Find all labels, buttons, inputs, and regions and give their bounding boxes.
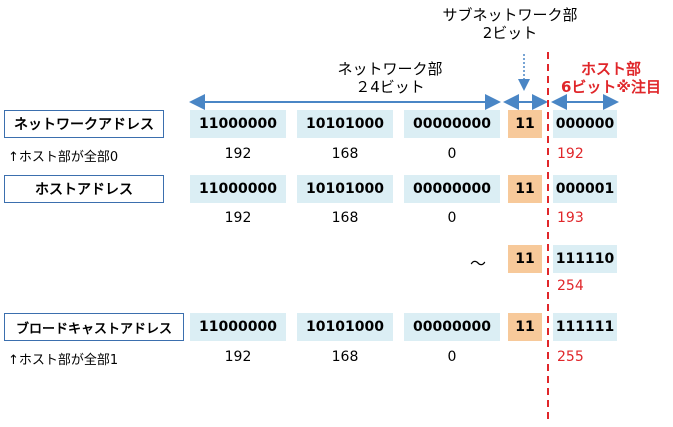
host-address-host: 000001: [553, 175, 617, 203]
range-end-host: 111110: [553, 245, 617, 273]
host-address-octet2: 10101000: [297, 175, 393, 203]
network-address-dec3: 0: [447, 146, 457, 162]
network-address-label: ネットワークアドレス: [4, 110, 164, 138]
host-address-dec3: 0: [447, 210, 457, 226]
host-part-bits: 6ビット※注目: [560, 78, 662, 96]
host-address-dec1: 192: [224, 210, 252, 226]
network-part-bits: ２4ビット: [355, 78, 425, 96]
host-part-header: ホスト部 6ビット※注目: [552, 60, 670, 96]
broadcast-address-dec1: 192: [224, 349, 252, 365]
network-address-octet1: 11000000: [190, 110, 286, 138]
range-end-dec4: 254: [557, 278, 584, 294]
broadcast-address-note: ↑ホスト部が全部1: [8, 353, 119, 368]
host-address-subnet: 11: [508, 175, 542, 203]
subnet-part-bits: 2ビット: [482, 24, 538, 42]
host-part-title: ホスト部: [580, 60, 641, 78]
network-address-dec4: 192: [557, 146, 584, 162]
network-address-subnet: 11: [508, 110, 542, 138]
range-end-subnet: 11: [508, 245, 542, 273]
network-part-title: ネットワーク部: [337, 60, 443, 78]
range-tilde: ～: [470, 254, 487, 273]
host-address-octet1: 11000000: [190, 175, 286, 203]
network-address-dec2: 168: [331, 146, 359, 162]
broadcast-address-octet1: 11000000: [190, 313, 286, 341]
broadcast-address-label: ブロードキャストアドレス: [4, 313, 184, 341]
network-address-dec1: 192: [224, 146, 252, 162]
broadcast-address-octet2: 10101000: [297, 313, 393, 341]
subnet-part-title: サブネットワーク部: [442, 6, 578, 24]
network-address-note: ↑ホスト部が全部0: [8, 150, 119, 165]
network-address-host: 000000: [553, 110, 617, 138]
host-address-octet3: 00000000: [404, 175, 500, 203]
broadcast-address-dec4: 255: [557, 349, 584, 365]
broadcast-address-dec2: 168: [331, 349, 359, 365]
broadcast-address-subnet: 11: [508, 313, 542, 341]
host-address-dec2: 168: [331, 210, 359, 226]
subnet-part-header: サブネットワーク部 2ビット: [440, 6, 580, 42]
broadcast-address-host: 111111: [553, 313, 617, 341]
network-address-octet2: 10101000: [297, 110, 393, 138]
network-address-octet3: 00000000: [404, 110, 500, 138]
host-address-dec4: 193: [557, 210, 584, 226]
network-part-header: ネットワーク部 ２4ビット: [320, 60, 460, 96]
broadcast-address-octet3: 00000000: [404, 313, 500, 341]
host-address-label: ホストアドレス: [4, 175, 164, 203]
broadcast-address-dec3: 0: [447, 349, 457, 365]
